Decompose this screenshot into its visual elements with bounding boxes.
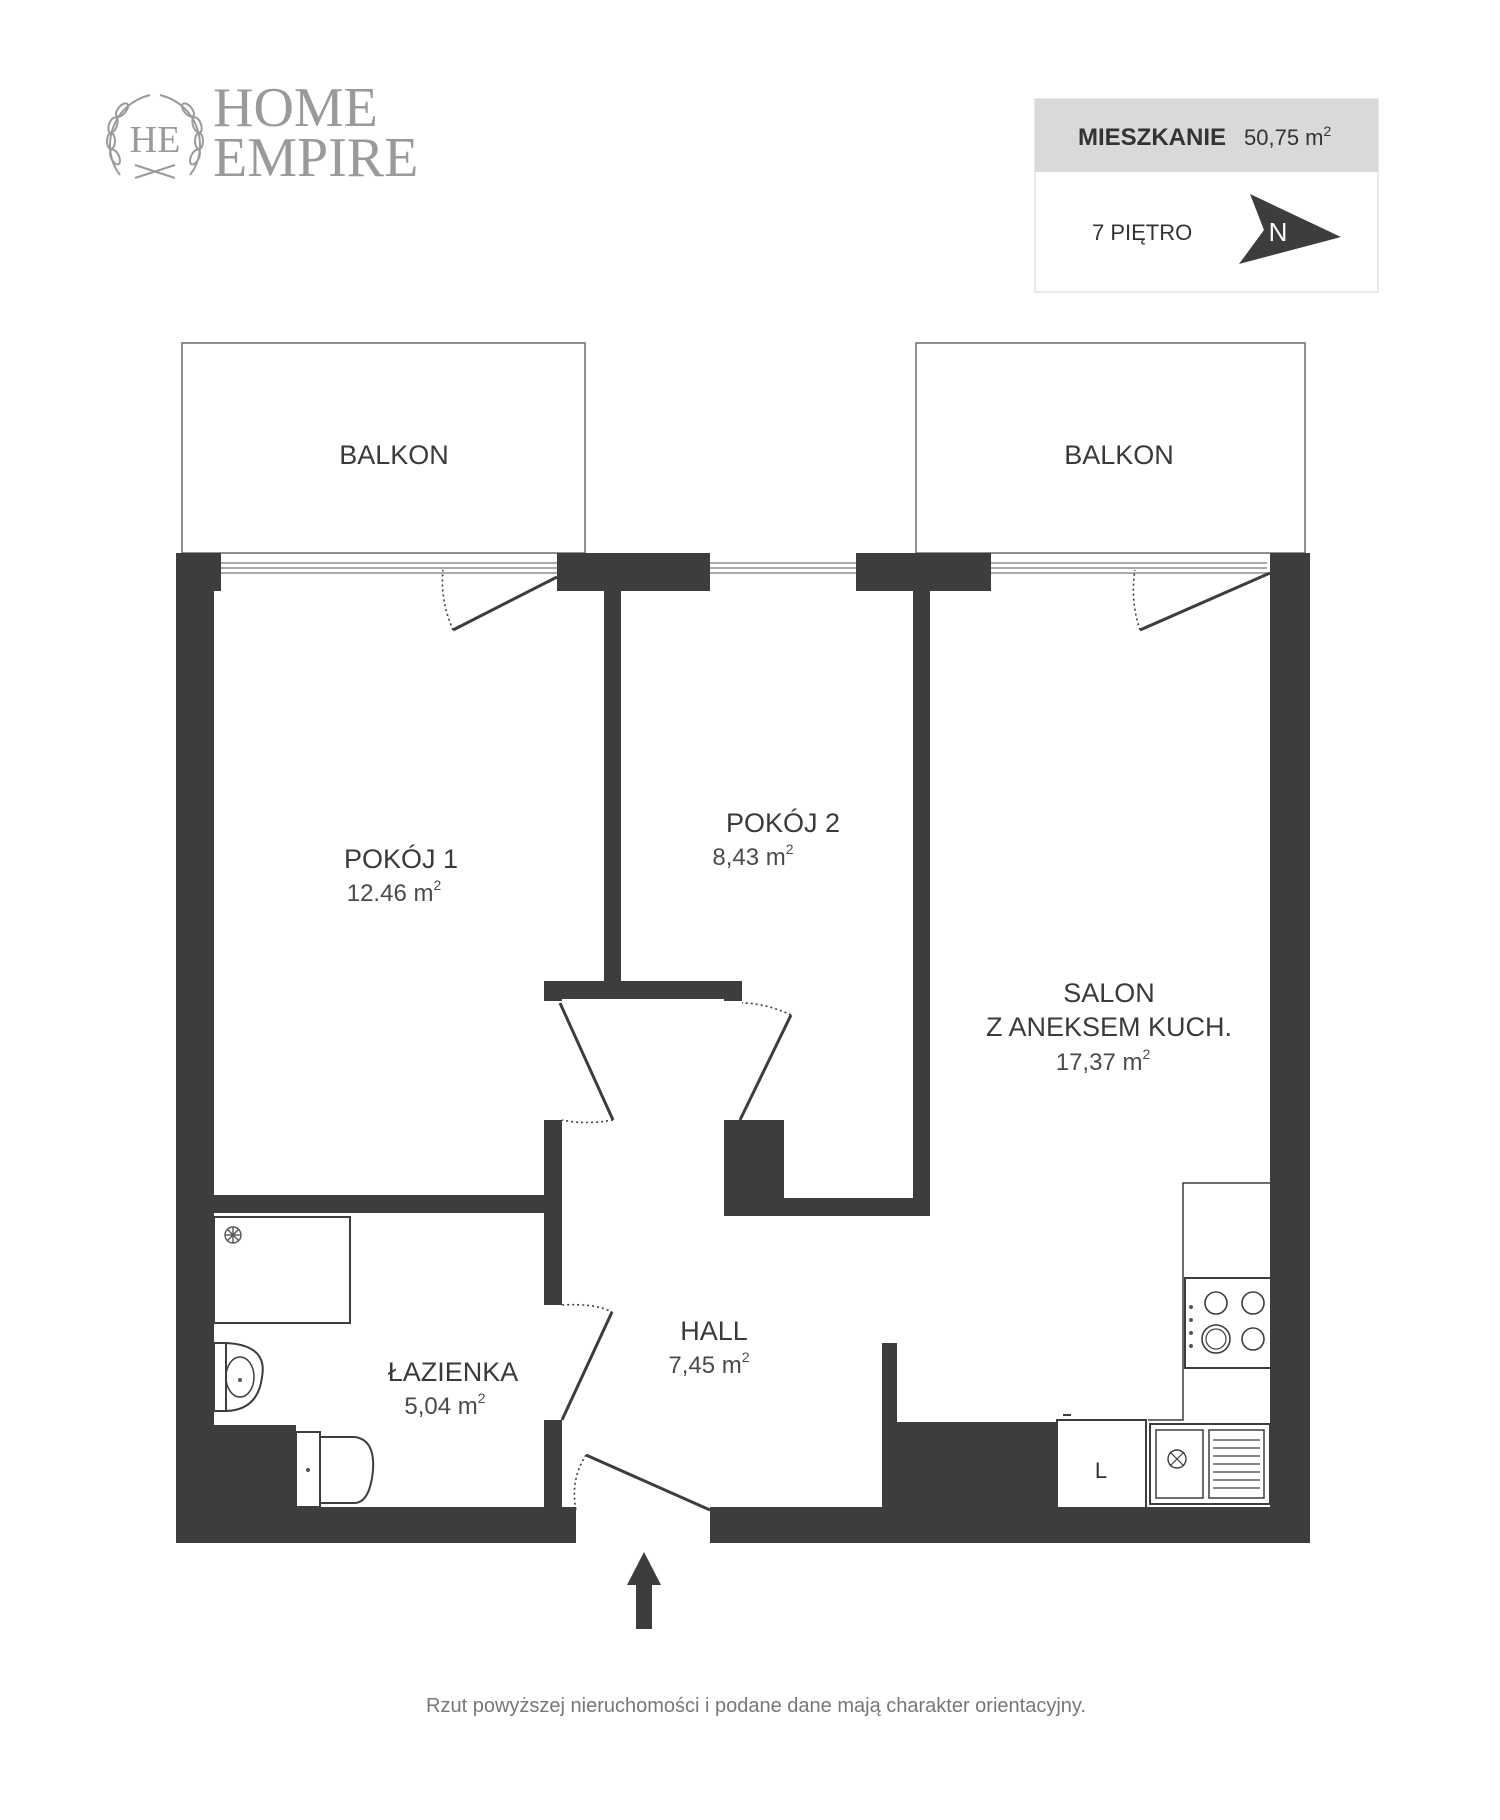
apartment-title: MIESZKANIE [1078, 124, 1226, 151]
compass-letter: N [1269, 217, 1288, 247]
disclaimer-footer: Rzut powyższej nieruchomości i podane da… [426, 1695, 1086, 1717]
shower-tray [213, 1216, 351, 1324]
fridge: L [1056, 1414, 1147, 1509]
logo-monogram: HE [130, 119, 181, 161]
hall-area: 7,45 m2 [668, 1349, 749, 1379]
balcony-left [181, 342, 586, 554]
kitchen-fixtures: L [1056, 1182, 1274, 1509]
room-1-area: 12.46 m2 [347, 877, 442, 907]
washbasin [213, 1342, 264, 1412]
room-2-area: 8,43 m2 [712, 841, 793, 871]
floor-label: 7 PIĘTRO [1092, 220, 1192, 245]
sink-icon [1149, 1423, 1271, 1505]
salon-name-line-1: SALON [1063, 978, 1155, 1008]
salon-name-line-2: Z ANEKSEM KUCH. [986, 1012, 1232, 1042]
north-arrow-icon: N [1239, 194, 1341, 264]
room-labels: BALKON BALKON POKÓJ 1 12.46 m2 POKÓJ 2 8… [339, 440, 1232, 1420]
walls [176, 553, 1310, 1543]
logo-line-1: HOME [213, 77, 378, 139]
apartment-area: 50,75 m2 [1244, 123, 1332, 150]
bathroom-name: ŁAZIENKA [388, 1357, 519, 1387]
doors [441, 569, 1271, 1512]
drain-icon [224, 1226, 242, 1244]
bathroom-fixtures [213, 1216, 375, 1508]
info-box: MIESZKANIE 50,75 m2 7 PIĘTRO N [1034, 98, 1379, 293]
logo: HE HOME EMPIRE [106, 77, 418, 189]
toilet [295, 1431, 375, 1508]
windows [217, 562, 1267, 574]
entrance-arrow-icon [627, 1552, 661, 1629]
cooktop-icon [1184, 1277, 1274, 1369]
logo-line-2: EMPIRE [213, 127, 418, 189]
hall-name: HALL [680, 1316, 748, 1346]
fridge-label: L [1095, 1458, 1107, 1483]
room-1-name: POKÓJ 1 [344, 843, 458, 874]
salon-area: 17,37 m2 [1056, 1046, 1151, 1076]
balcony-right [915, 342, 1306, 554]
room-2-name: POKÓJ 2 [726, 807, 840, 838]
balcony-left-label: BALKON [339, 440, 449, 470]
laurel-wreath-icon [106, 94, 204, 179]
balcony-right-label: BALKON [1064, 440, 1174, 470]
bathroom-area: 5,04 m2 [404, 1390, 485, 1420]
info-box-header [1035, 99, 1378, 172]
